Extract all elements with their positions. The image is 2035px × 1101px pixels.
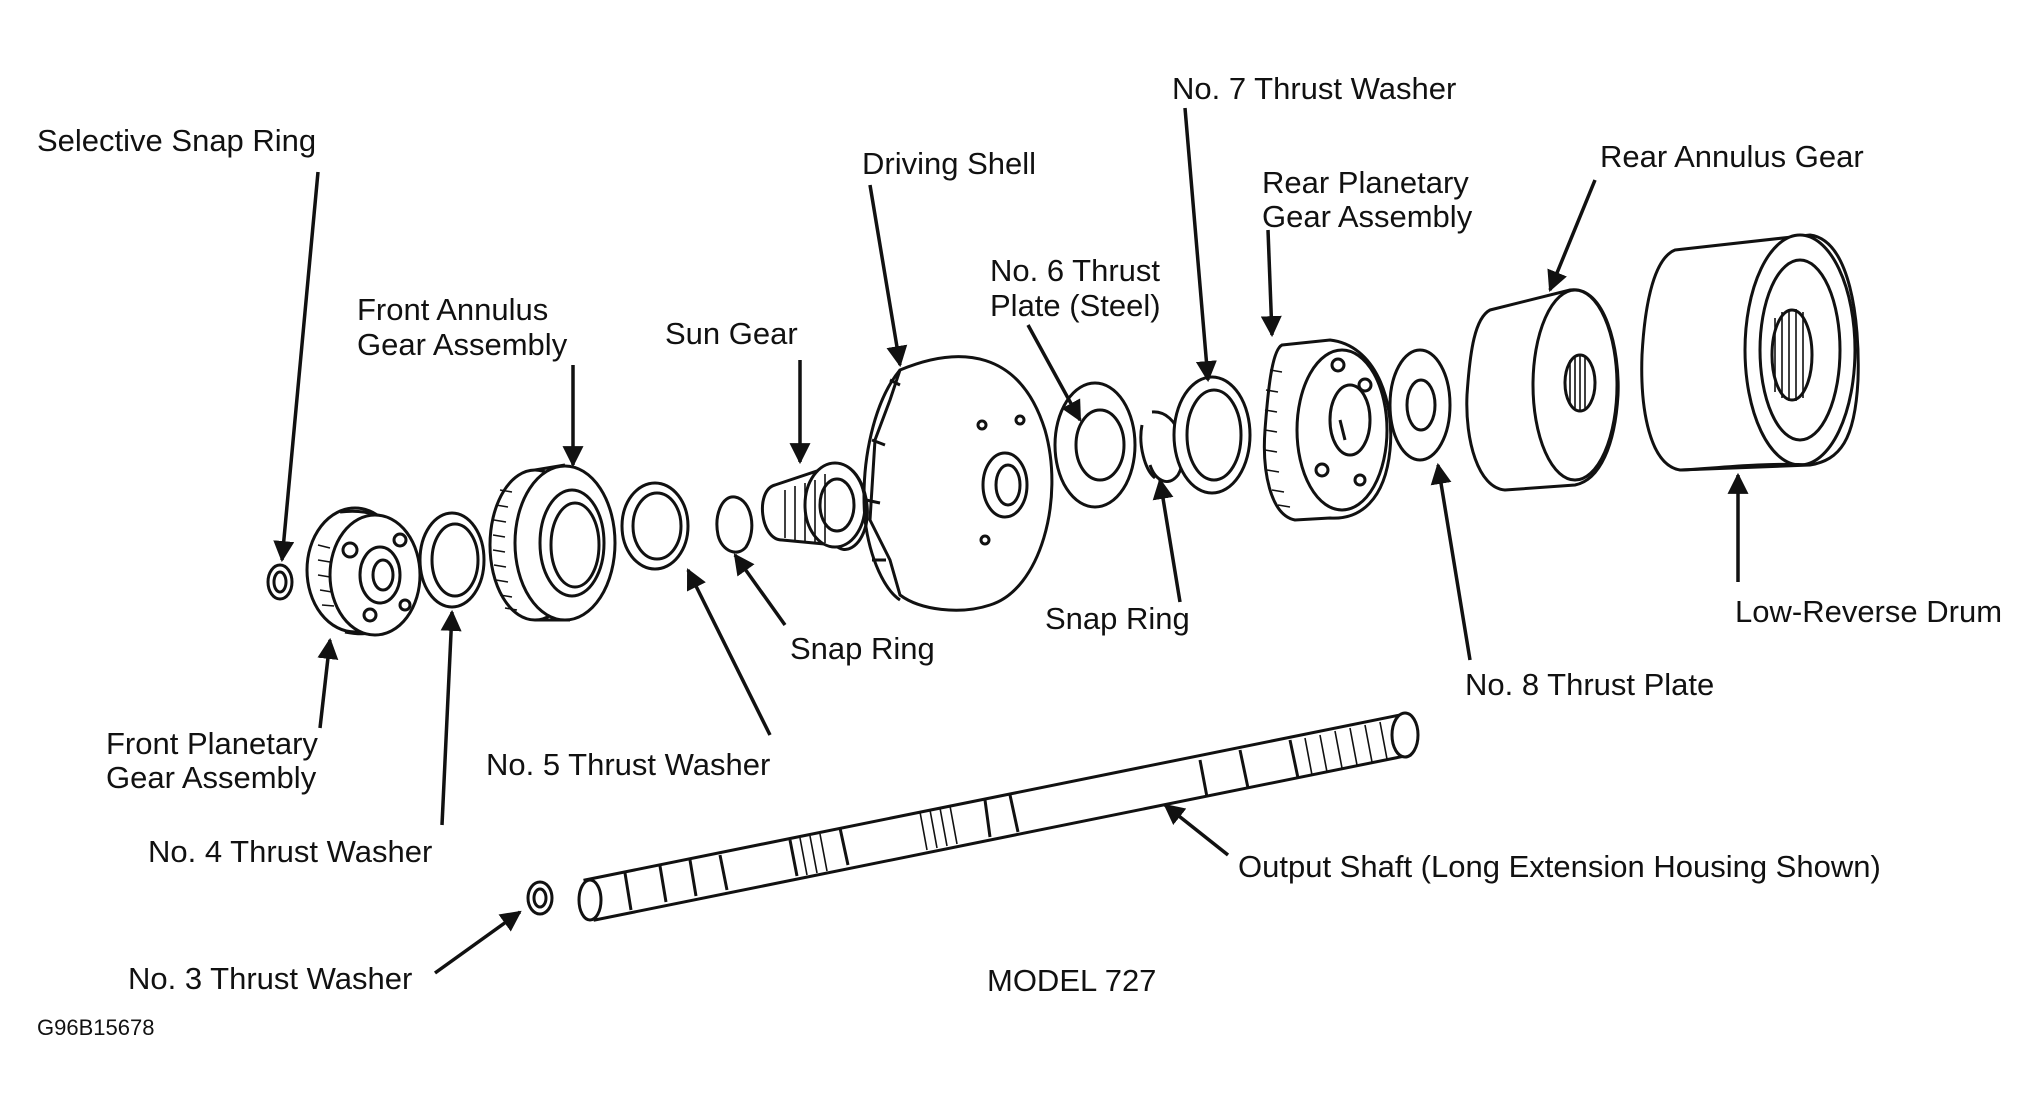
label-front-planetary-line2: Gear Assembly	[106, 760, 317, 795]
no8-thrust-plate-part	[1388, 348, 1452, 462]
output-shaft-part	[577, 711, 1420, 922]
label-snap-ring-front: Snap Ring	[790, 631, 935, 666]
label-output-shaft: Output Shaft (Long Extension Housing Sho…	[1238, 849, 1881, 884]
label-no3: No. 3 Thrust Washer	[128, 961, 413, 996]
leader-no8	[1430, 462, 1472, 661]
rear-annulus-gear-part	[1465, 288, 1620, 492]
label-no5: No. 5 Thrust Washer	[486, 747, 771, 782]
rear-planetary-gear-part	[1262, 338, 1393, 522]
label-no4: No. 4 Thrust Washer	[148, 834, 433, 869]
leader-selective-snap-ring	[273, 171, 320, 563]
leader-no7	[1183, 107, 1217, 383]
front-planetary-gear-part	[305, 506, 422, 637]
leader-snap-ring-rear	[1152, 477, 1182, 603]
label-snap-ring-rear: Snap Ring	[1045, 601, 1190, 636]
label-rear-planetary-line2: Gear Assembly	[1262, 199, 1473, 234]
leader-output-shaft	[1163, 803, 1230, 857]
snap-ring-front-part	[715, 495, 754, 554]
sun-gear-part	[760, 461, 869, 551]
label-rear-planetary-line1: Rear Planetary	[1262, 165, 1469, 200]
label-no6-line1: No. 6 Thrust	[990, 253, 1161, 288]
figure-id: G96B15678	[37, 1015, 155, 1040]
snap-ring-rear-part	[1139, 410, 1185, 483]
label-rear-annulus: Rear Annulus Gear	[1600, 139, 1864, 174]
label-model: MODEL 727	[987, 963, 1157, 998]
leader-no6	[1026, 324, 1082, 422]
driving-shell-part	[862, 355, 1054, 612]
leader-snap-ring-front	[733, 553, 787, 627]
label-driving-shell: Driving Shell	[862, 146, 1037, 181]
no4-thrust-washer-part	[418, 511, 486, 609]
leader-driving-shell	[868, 184, 908, 368]
label-no6-line2: Plate (Steel)	[990, 288, 1161, 323]
low-reverse-drum-part	[1640, 233, 1860, 472]
label-no8: No. 8 Thrust Plate	[1465, 667, 1715, 702]
selective-snap-ring-part	[266, 563, 294, 601]
no3-thrust-washer-part	[526, 880, 554, 916]
leader-no3	[433, 910, 522, 975]
leader-rear-annulus	[1547, 179, 1597, 292]
front-annulus-gear-part	[488, 463, 617, 622]
no7-thrust-washer-part	[1172, 375, 1252, 495]
label-no7: No. 7 Thrust Washer	[1172, 71, 1457, 106]
label-front-annulus-line1: Front Annulus	[357, 292, 549, 327]
leader-no5	[686, 568, 772, 736]
label-front-annulus-line2: Gear Assembly	[357, 327, 568, 362]
no6-thrust-plate-part	[1053, 381, 1137, 509]
leader-rear-planetary	[1260, 229, 1282, 338]
label-low-reverse-drum: Low-Reverse Drum	[1735, 594, 2003, 629]
no5-thrust-washer-part	[620, 481, 690, 571]
leader-lines	[273, 107, 1749, 975]
label-front-planetary-line1: Front Planetary	[106, 726, 318, 761]
label-selective-snap-ring: Selective Snap Ring	[37, 123, 317, 158]
label-sun-gear: Sun Gear	[665, 316, 798, 351]
leader-front-planetary	[317, 637, 339, 729]
leader-no4	[440, 609, 462, 826]
